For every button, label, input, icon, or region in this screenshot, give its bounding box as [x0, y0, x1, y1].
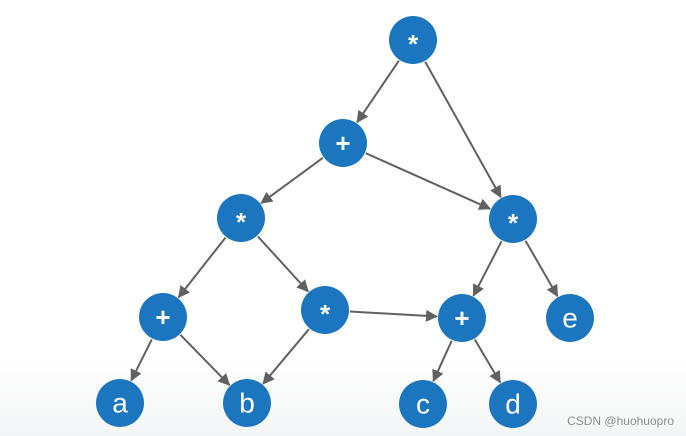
- edge-add_1-to-mul_right: [365, 152, 492, 210]
- edge-mul_top-to-add_1: [356, 60, 400, 124]
- node-circle: [399, 380, 447, 428]
- node-label: +: [155, 302, 170, 332]
- node-var_a: a: [96, 379, 144, 427]
- edge-add_left-to-var_b: [179, 334, 231, 386]
- node-add_right: +: [438, 294, 486, 342]
- edges-layer: [130, 60, 559, 386]
- edge-mul_mid-to-add_right: [349, 309, 438, 322]
- node-label: d: [505, 389, 521, 420]
- node-label: *: [320, 299, 331, 329]
- node-add_1: +: [319, 119, 367, 167]
- node-mul_mid: *: [301, 286, 349, 334]
- node-label: b: [239, 388, 255, 419]
- node-label: +: [335, 128, 350, 158]
- node-add_left: +: [139, 293, 187, 341]
- node-label: e: [562, 303, 578, 334]
- edge-add_left-to-var_a: [130, 338, 153, 382]
- nodes-layer: * + * * + * + e a b c d: [96, 16, 594, 428]
- node-circle: [319, 119, 367, 167]
- node-circle: [489, 380, 537, 428]
- node-label: a: [112, 388, 128, 419]
- node-circle: [489, 195, 537, 243]
- node-label: *: [236, 207, 247, 237]
- node-var_b: b: [223, 379, 271, 427]
- node-label: +: [454, 303, 469, 333]
- node-circle: [139, 293, 187, 341]
- node-circle: [389, 16, 437, 64]
- node-circle: [223, 379, 271, 427]
- node-var_c: c: [399, 380, 447, 428]
- edge-mul_top-to-mul_right: [424, 61, 502, 199]
- edge-add_right-to-var_c: [432, 340, 453, 383]
- node-mul_right: *: [489, 195, 537, 243]
- edge-mul_right-to-var_e: [524, 240, 559, 298]
- node-label: *: [508, 208, 519, 238]
- node-label: c: [416, 389, 430, 420]
- node-mul_top: *: [389, 16, 437, 64]
- edge-mul_mid-to-var_b: [262, 328, 310, 385]
- edge-mul_right-to-add_right: [472, 240, 503, 297]
- node-circle: [438, 294, 486, 342]
- node-circle: [96, 379, 144, 427]
- edge-mul_left-to-mul_mid: [257, 235, 309, 293]
- watermark: CSDN @huohuopro: [567, 414, 674, 428]
- node-circle: [301, 286, 349, 334]
- node-var_d: d: [489, 380, 537, 428]
- node-var_e: e: [546, 294, 594, 342]
- node-label: *: [408, 29, 419, 59]
- node-circle: [217, 194, 265, 242]
- edge-add_1-to-mul_left: [260, 156, 324, 205]
- node-mul_left: *: [217, 194, 265, 242]
- edge-mul_left-to-add_left: [177, 236, 227, 299]
- node-circle: [546, 294, 594, 342]
- edge-add_right-to-var_d: [473, 338, 502, 384]
